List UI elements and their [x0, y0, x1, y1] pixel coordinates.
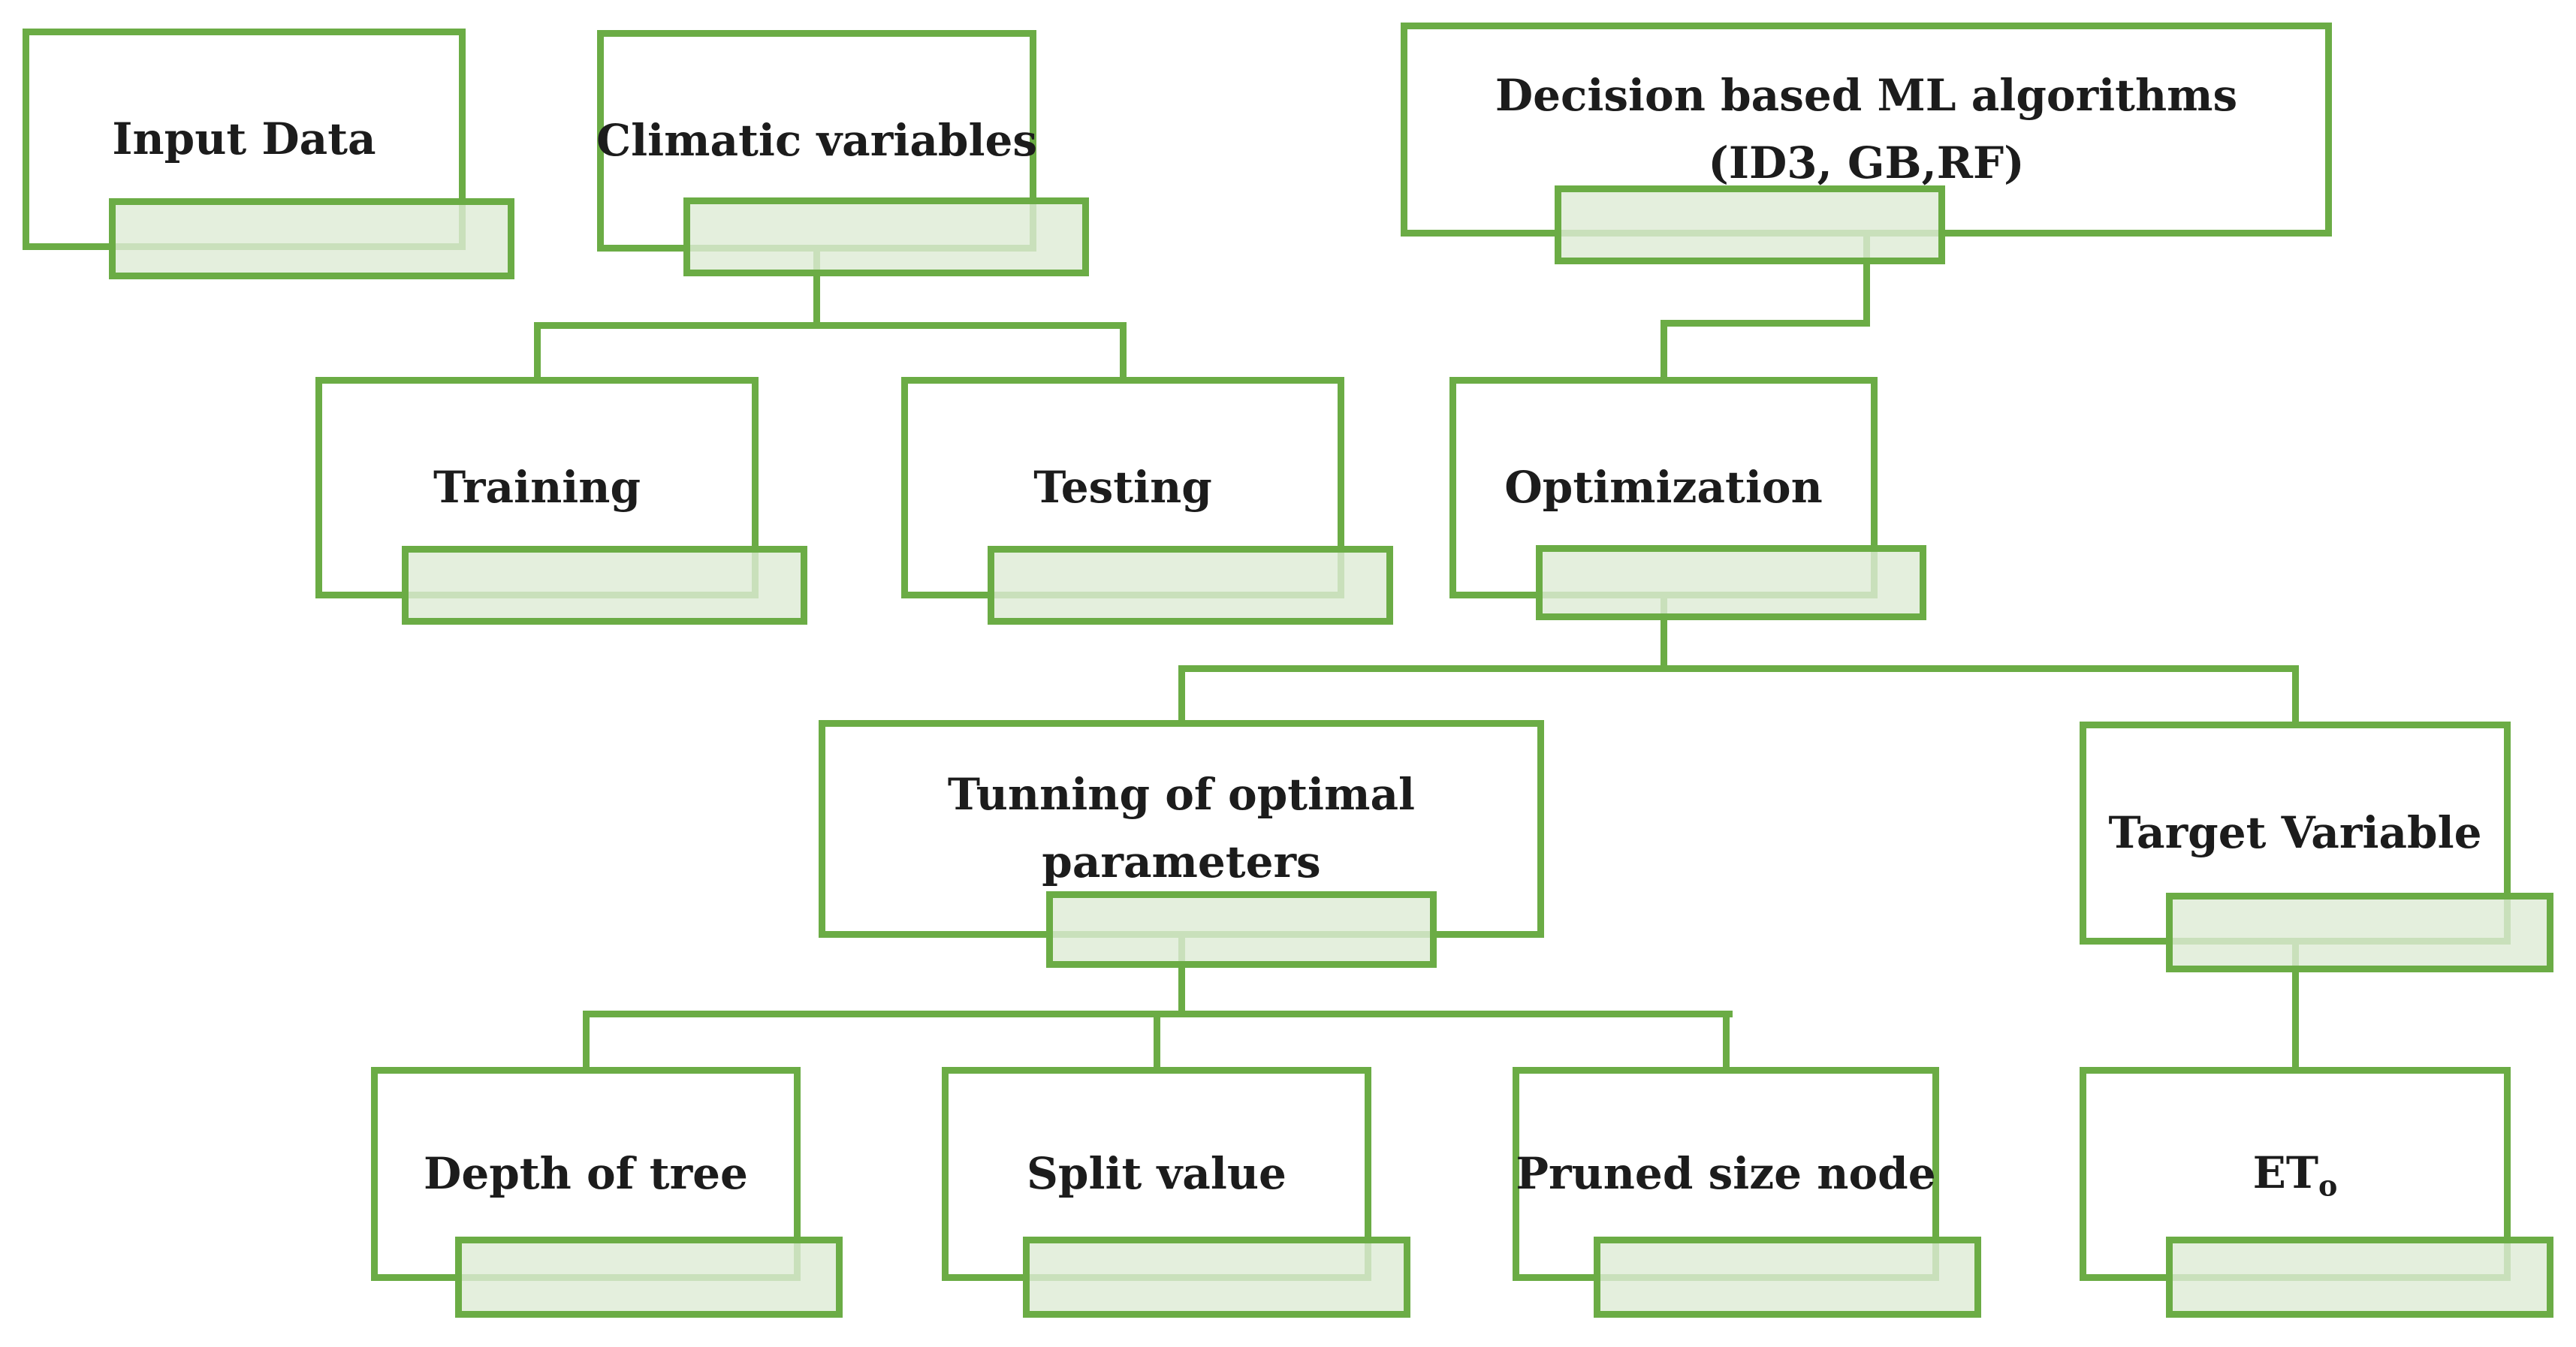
node-tab-optimization: [1536, 545, 1926, 620]
node-eto-label-subscript: o: [2318, 1168, 2338, 1203]
node-tab-depth-of-tree: [455, 1237, 843, 1318]
node-tab-decision: [1555, 185, 1945, 264]
node-eto-label: ETo: [2253, 1140, 2338, 1209]
connector-branch-row3: [1178, 665, 2299, 672]
node-tab-tunning: [1046, 891, 1437, 968]
connector-pruned-drop: [1723, 1011, 1730, 1067]
node-tab-climatic: [683, 197, 1089, 276]
node-eto-label-main: ET: [2252, 1147, 2318, 1198]
node-decision-ml-algorithms-label-line2: (ID3, GB,RF): [1708, 137, 2025, 188]
node-tab-testing: [988, 546, 1393, 625]
node-pruned-size-node-label: Pruned size node: [1516, 1147, 1936, 1199]
connector-target-stem: [2292, 916, 2299, 1067]
node-tab-split-value: [1023, 1237, 1410, 1318]
node-tunning-parameters-label-line2: parameters: [1042, 836, 1321, 887]
node-training-label: Training: [433, 461, 641, 513]
connector-depth-drop: [583, 1011, 590, 1067]
node-depth-of-tree-label: Depth of tree: [424, 1147, 748, 1199]
node-target-variable-label: Target Variable: [2108, 806, 2482, 858]
node-tab-pruned-size-node: [1594, 1237, 1981, 1318]
node-input-data-label: Input Data: [112, 113, 376, 164]
connector-decision-stem: [1863, 203, 1870, 327]
connector-split-drop: [1154, 1011, 1160, 1067]
node-tab-training: [402, 546, 807, 625]
connector-testing-drop: [1120, 322, 1127, 377]
connector-branch-row2: [534, 322, 1127, 329]
node-testing-label: Testing: [1033, 461, 1212, 513]
connector-training-drop: [534, 322, 541, 377]
node-decision-ml-algorithms-label-line1: Decision based ML algorithms: [1495, 69, 2238, 121]
node-tunning-parameters-label-line1: Tunning of optimal: [947, 769, 1416, 821]
connector-tunning-drop: [1178, 665, 1185, 720]
connector-target-drop: [2292, 665, 2299, 722]
connector-optimization-drop: [1661, 320, 1667, 377]
node-tab-target-variable: [2166, 893, 2553, 972]
node-optimization-label: Optimization: [1504, 461, 1823, 513]
node-tab-eto: [2166, 1237, 2553, 1318]
node-climatic-variables-label: Climatic variables: [596, 114, 1038, 166]
connector-climatic-stem: [813, 225, 820, 328]
node-split-value-label: Split value: [1027, 1147, 1286, 1199]
connector-decision-elbow: [1661, 320, 1870, 327]
node-tab-input-data: [109, 198, 514, 279]
